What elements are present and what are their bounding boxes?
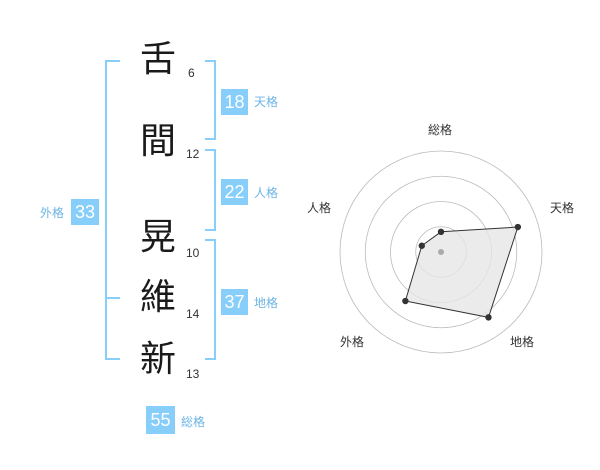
- soukaku-badge: 55: [146, 406, 175, 434]
- stroke-count-1: 6: [188, 66, 195, 80]
- radar-center: [438, 249, 444, 255]
- tenkaku-badge: 18: [221, 89, 248, 115]
- tenkaku-label: 天格: [254, 95, 279, 109]
- radar-label-tenkaku: 天格: [550, 201, 575, 215]
- stroke-count-2: 12: [186, 147, 200, 161]
- radar-ring: [364, 175, 518, 329]
- name-char-5: 新: [140, 339, 177, 380]
- radar-ring: [339, 150, 543, 354]
- gaikaku-label: 外格: [40, 206, 65, 220]
- radar-point-4: [402, 297, 409, 305]
- soukaku-label: 総格: [181, 415, 206, 429]
- radar-label-chikaku: 地格: [510, 335, 535, 349]
- radar-point-2: [514, 223, 522, 231]
- radar-point-1: [437, 228, 445, 235]
- stroke-count-4: 14: [186, 307, 200, 321]
- name-char-1: 舌: [140, 39, 177, 80]
- radar-label-jinkaku: 人格: [307, 201, 332, 215]
- stroke-count-5: 13: [186, 367, 200, 381]
- stroke-count-3: 10: [186, 246, 200, 260]
- jinkaku-badge: 22: [221, 179, 248, 205]
- radar-area: [404, 226, 519, 318]
- radar-label-soukaku: 総格: [428, 123, 453, 137]
- radar-point-5: [418, 242, 425, 249]
- jinkaku-label: 人格: [254, 186, 279, 200]
- name-char-4: 維: [140, 277, 177, 318]
- gaikaku-badge: 33: [71, 199, 99, 225]
- name-char-3: 晃: [140, 217, 177, 258]
- chikaku-label: 地格: [254, 296, 279, 310]
- radar-label-gaikaku: 外格: [340, 335, 365, 349]
- radar-point-3: [485, 314, 492, 321]
- chikaku-badge: 37: [221, 289, 248, 315]
- name-char-2: 間: [140, 121, 177, 162]
